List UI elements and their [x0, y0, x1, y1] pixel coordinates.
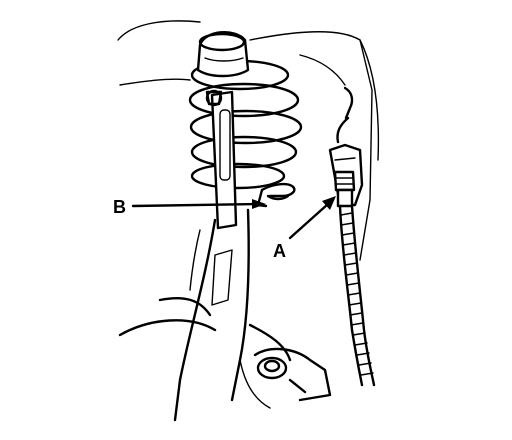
coil-spring [188, 59, 303, 190]
brake-hose-fitting [333, 170, 356, 208]
callout-a-label: A [273, 241, 286, 261]
body-panel [117, 20, 380, 261]
steering-knuckle [118, 208, 292, 422]
strut-body [205, 89, 238, 230]
callout-b-leader [131, 199, 266, 209]
callout-b-label: B [113, 197, 126, 217]
hose-clip-b [256, 182, 296, 208]
callout-a-leader [288, 196, 336, 240]
brake-hose [338, 204, 376, 387]
upper-mount [196, 31, 250, 78]
lower-hub [239, 347, 332, 409]
